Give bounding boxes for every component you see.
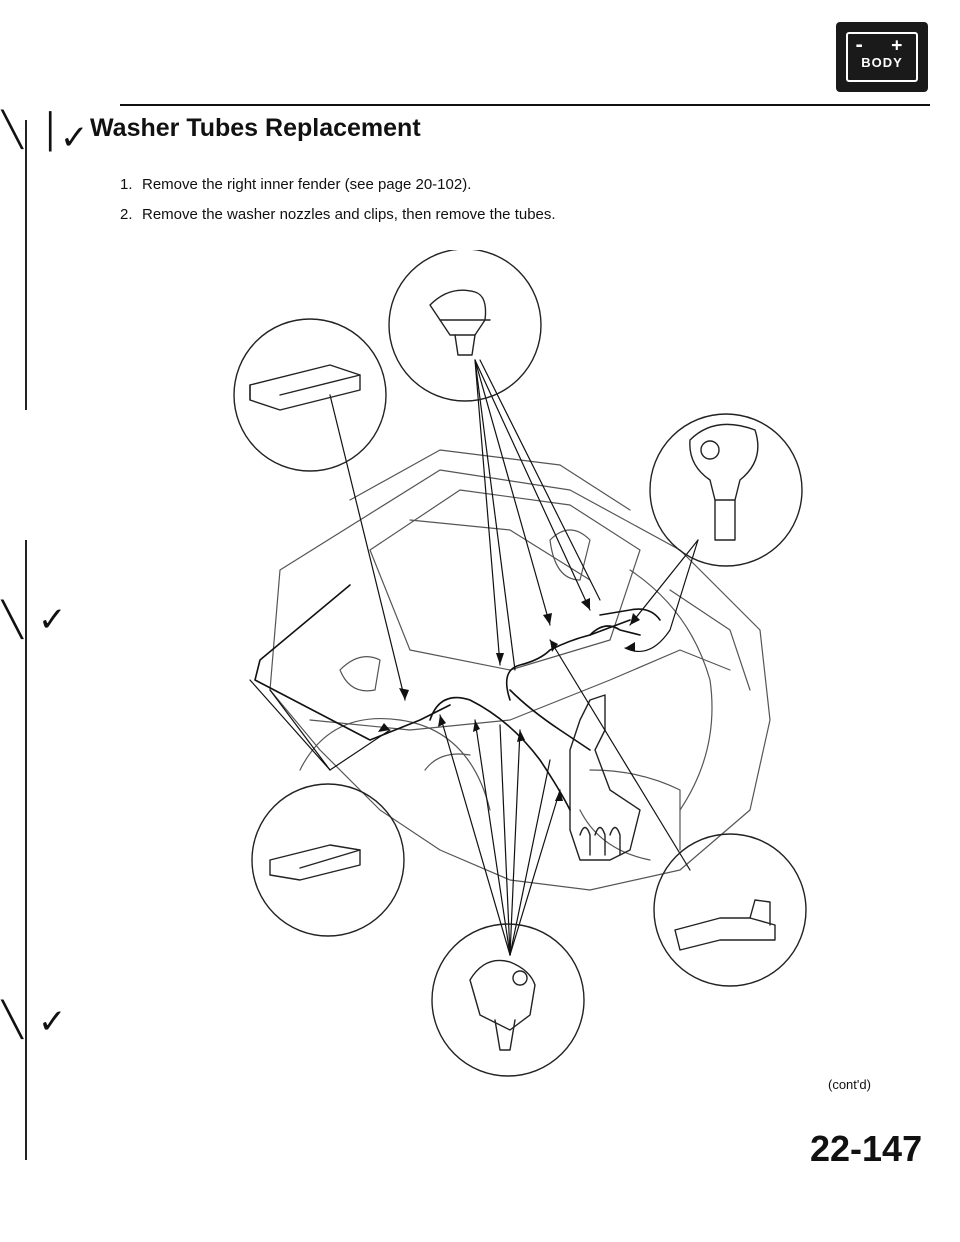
step-1: 1. Remove the right inner fender (see pag… xyxy=(120,170,556,200)
step-number: 2. xyxy=(120,206,133,223)
instruction-steps: 1. Remove the right inner fender (see pag… xyxy=(120,170,556,230)
detail-callout-bottom-right xyxy=(653,833,807,987)
step-text: Remove the right inner fender (see page … xyxy=(142,176,472,193)
washer-reservoir xyxy=(569,694,641,861)
page-title: Washer Tubes Replacement xyxy=(90,114,421,142)
page-number: 22-147 xyxy=(810,1128,923,1169)
arrowheads xyxy=(378,598,640,801)
washer-tubes xyxy=(254,584,661,811)
detail-callout-right xyxy=(649,413,803,567)
header-rule xyxy=(120,104,930,106)
continued-label: (cont'd) xyxy=(828,1077,871,1092)
detail-callout-bottom xyxy=(431,923,585,1077)
pointer-lines xyxy=(249,359,699,956)
two-way-clip-icon xyxy=(469,959,536,1031)
detail-callout-top-left xyxy=(233,318,387,472)
step-text: Remove the washer nozzles and clips, the… xyxy=(142,206,556,223)
margin-tick-mark-4: ╲ xyxy=(2,1000,23,1040)
margin-line-bottom xyxy=(25,540,27,1160)
margin-tick-mark-2: │ xyxy=(40,112,61,152)
detail-callout-bottom-left xyxy=(251,783,405,937)
step-2: 2. Remove the washer nozzles and clips, t… xyxy=(120,200,556,230)
side-mirror xyxy=(339,656,381,692)
grommet-pad-icon-small xyxy=(269,844,361,881)
margin-line-top xyxy=(25,120,27,410)
clip-icon xyxy=(429,289,487,336)
car-body-illustration xyxy=(269,449,771,891)
badge-signs: - + xyxy=(853,35,911,56)
body-section-badge: - + BODY xyxy=(836,22,928,92)
margin-tick-mark-1: ╲ xyxy=(2,110,23,150)
margin-tick-mark-3: ╲ xyxy=(2,600,23,640)
badge-label: BODY xyxy=(861,55,903,70)
step-number: 1. xyxy=(120,176,133,193)
tube-joint-icon xyxy=(674,917,776,951)
washer-nozzle-icon xyxy=(689,423,759,501)
detail-callout-top xyxy=(388,250,542,402)
margin-check-mark-1: ✓ xyxy=(60,118,89,158)
washer-tube-diagram xyxy=(233,250,807,1077)
margin-check-mark-3: ✓ xyxy=(38,1002,67,1042)
clip-stem xyxy=(454,334,476,356)
grommet-pad-icon xyxy=(249,364,361,411)
battery-icon: - + BODY xyxy=(846,32,918,82)
margin-check-mark-2: ✓ xyxy=(38,600,67,640)
